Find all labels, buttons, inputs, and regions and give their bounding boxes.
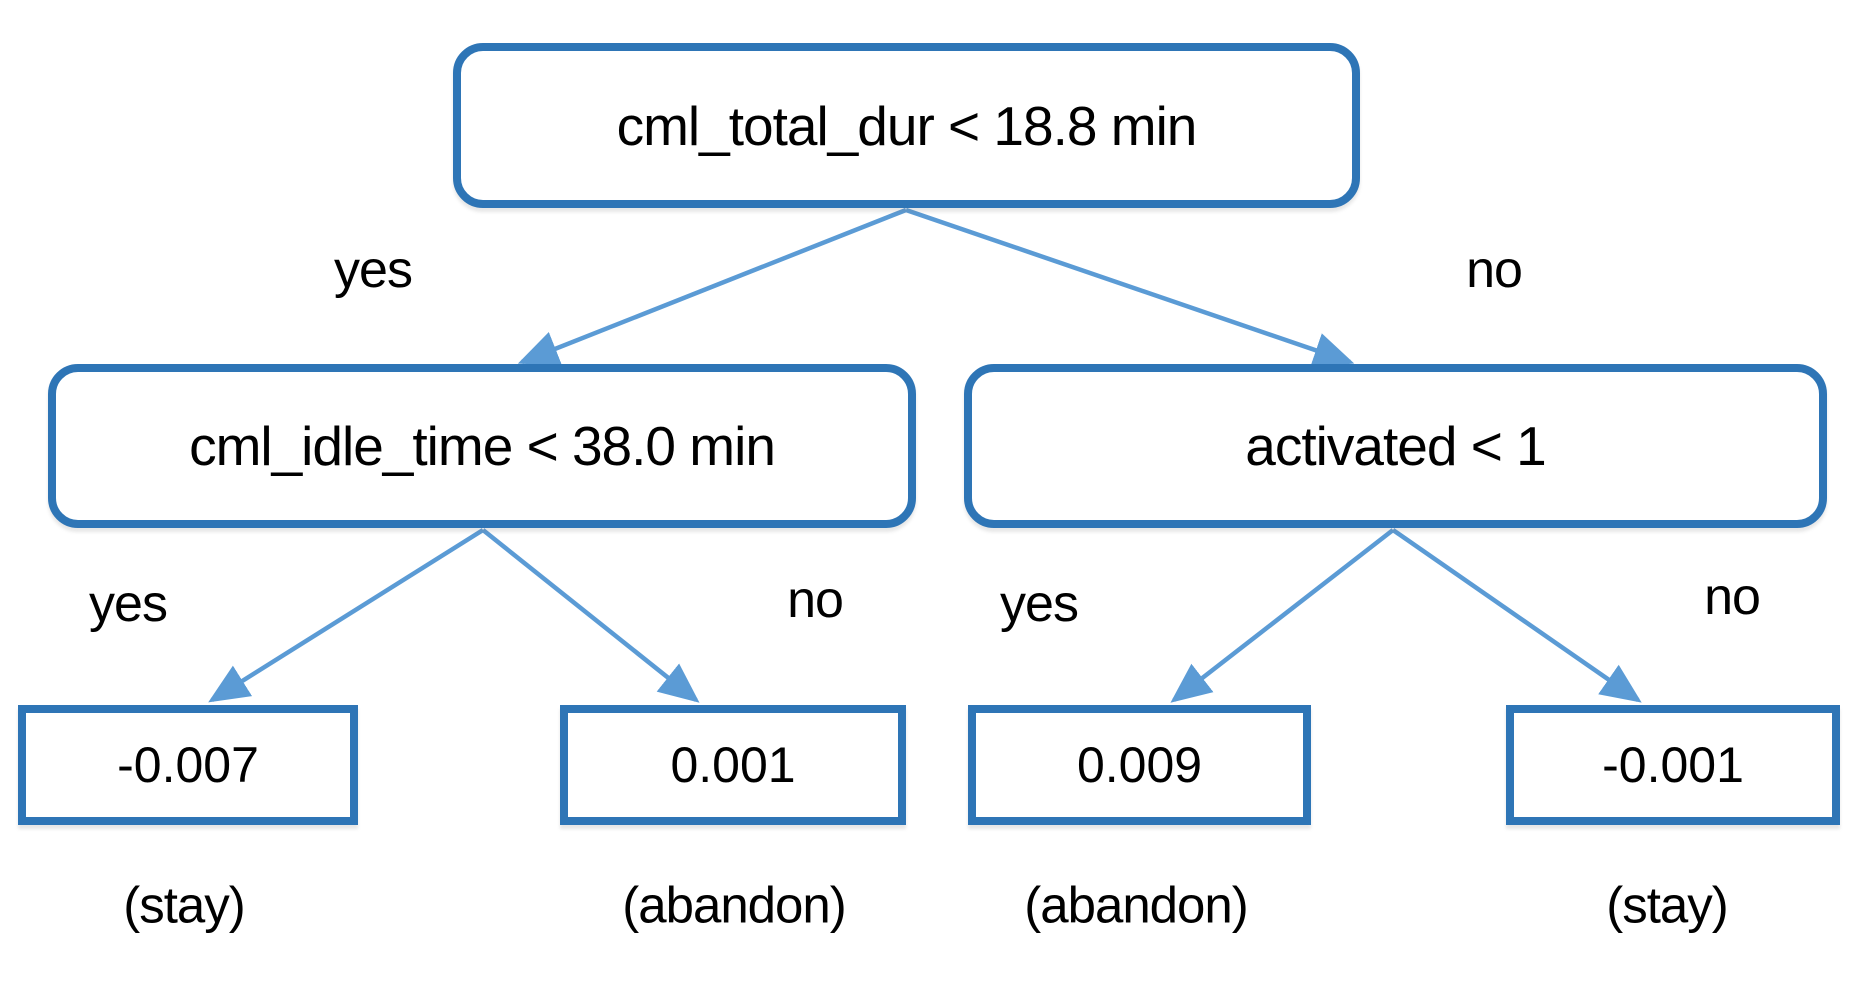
decision-node-left-label: cml_idle_time < 38.0 min xyxy=(189,415,776,477)
leaf-node-4: -0.001 xyxy=(1506,705,1840,825)
edge-label-root-no: no xyxy=(1466,241,1523,299)
edge-right-yes xyxy=(1170,528,1395,703)
leaf-value: -0.007 xyxy=(117,737,259,793)
leaf-node-3: 0.009 xyxy=(968,705,1311,825)
edge-root-yes xyxy=(517,207,907,366)
decision-node-root: cml_total_dur < 18.8 min xyxy=(453,43,1360,208)
leaf-value: -0.001 xyxy=(1602,737,1744,793)
edge-label-right-yes: yes xyxy=(1000,575,1079,633)
edge-left-no xyxy=(481,528,700,703)
leaf-caption-1: (stay) xyxy=(123,876,245,934)
decision-node-root-label: cml_total_dur < 18.8 min xyxy=(616,94,1198,157)
leaf-caption-3: (abandon) xyxy=(1024,876,1249,934)
leaf-caption-4: (stay) xyxy=(1606,876,1728,934)
leaf-node-2: 0.001 xyxy=(560,705,906,825)
leaf-node-1: -0.007 xyxy=(18,705,358,825)
leaf-value: 0.009 xyxy=(1076,737,1203,793)
decision-node-left: cml_idle_time < 38.0 min xyxy=(48,364,916,528)
edge-right-no xyxy=(1391,528,1642,703)
decision-node-right-label: activated < 1 xyxy=(1245,415,1546,477)
edge-label-left-yes: yes xyxy=(89,575,168,633)
edge-label-root-yes: yes xyxy=(334,241,413,299)
leaf-value: 0.001 xyxy=(670,737,796,793)
edge-root-no xyxy=(905,207,1355,368)
leaf-caption-2: (abandon) xyxy=(622,876,847,934)
edge-label-left-no: no xyxy=(787,571,844,629)
edge-label-right-no: no xyxy=(1704,568,1761,626)
decision-node-right: activated < 1 xyxy=(964,364,1827,528)
edge-left-yes xyxy=(208,528,485,703)
